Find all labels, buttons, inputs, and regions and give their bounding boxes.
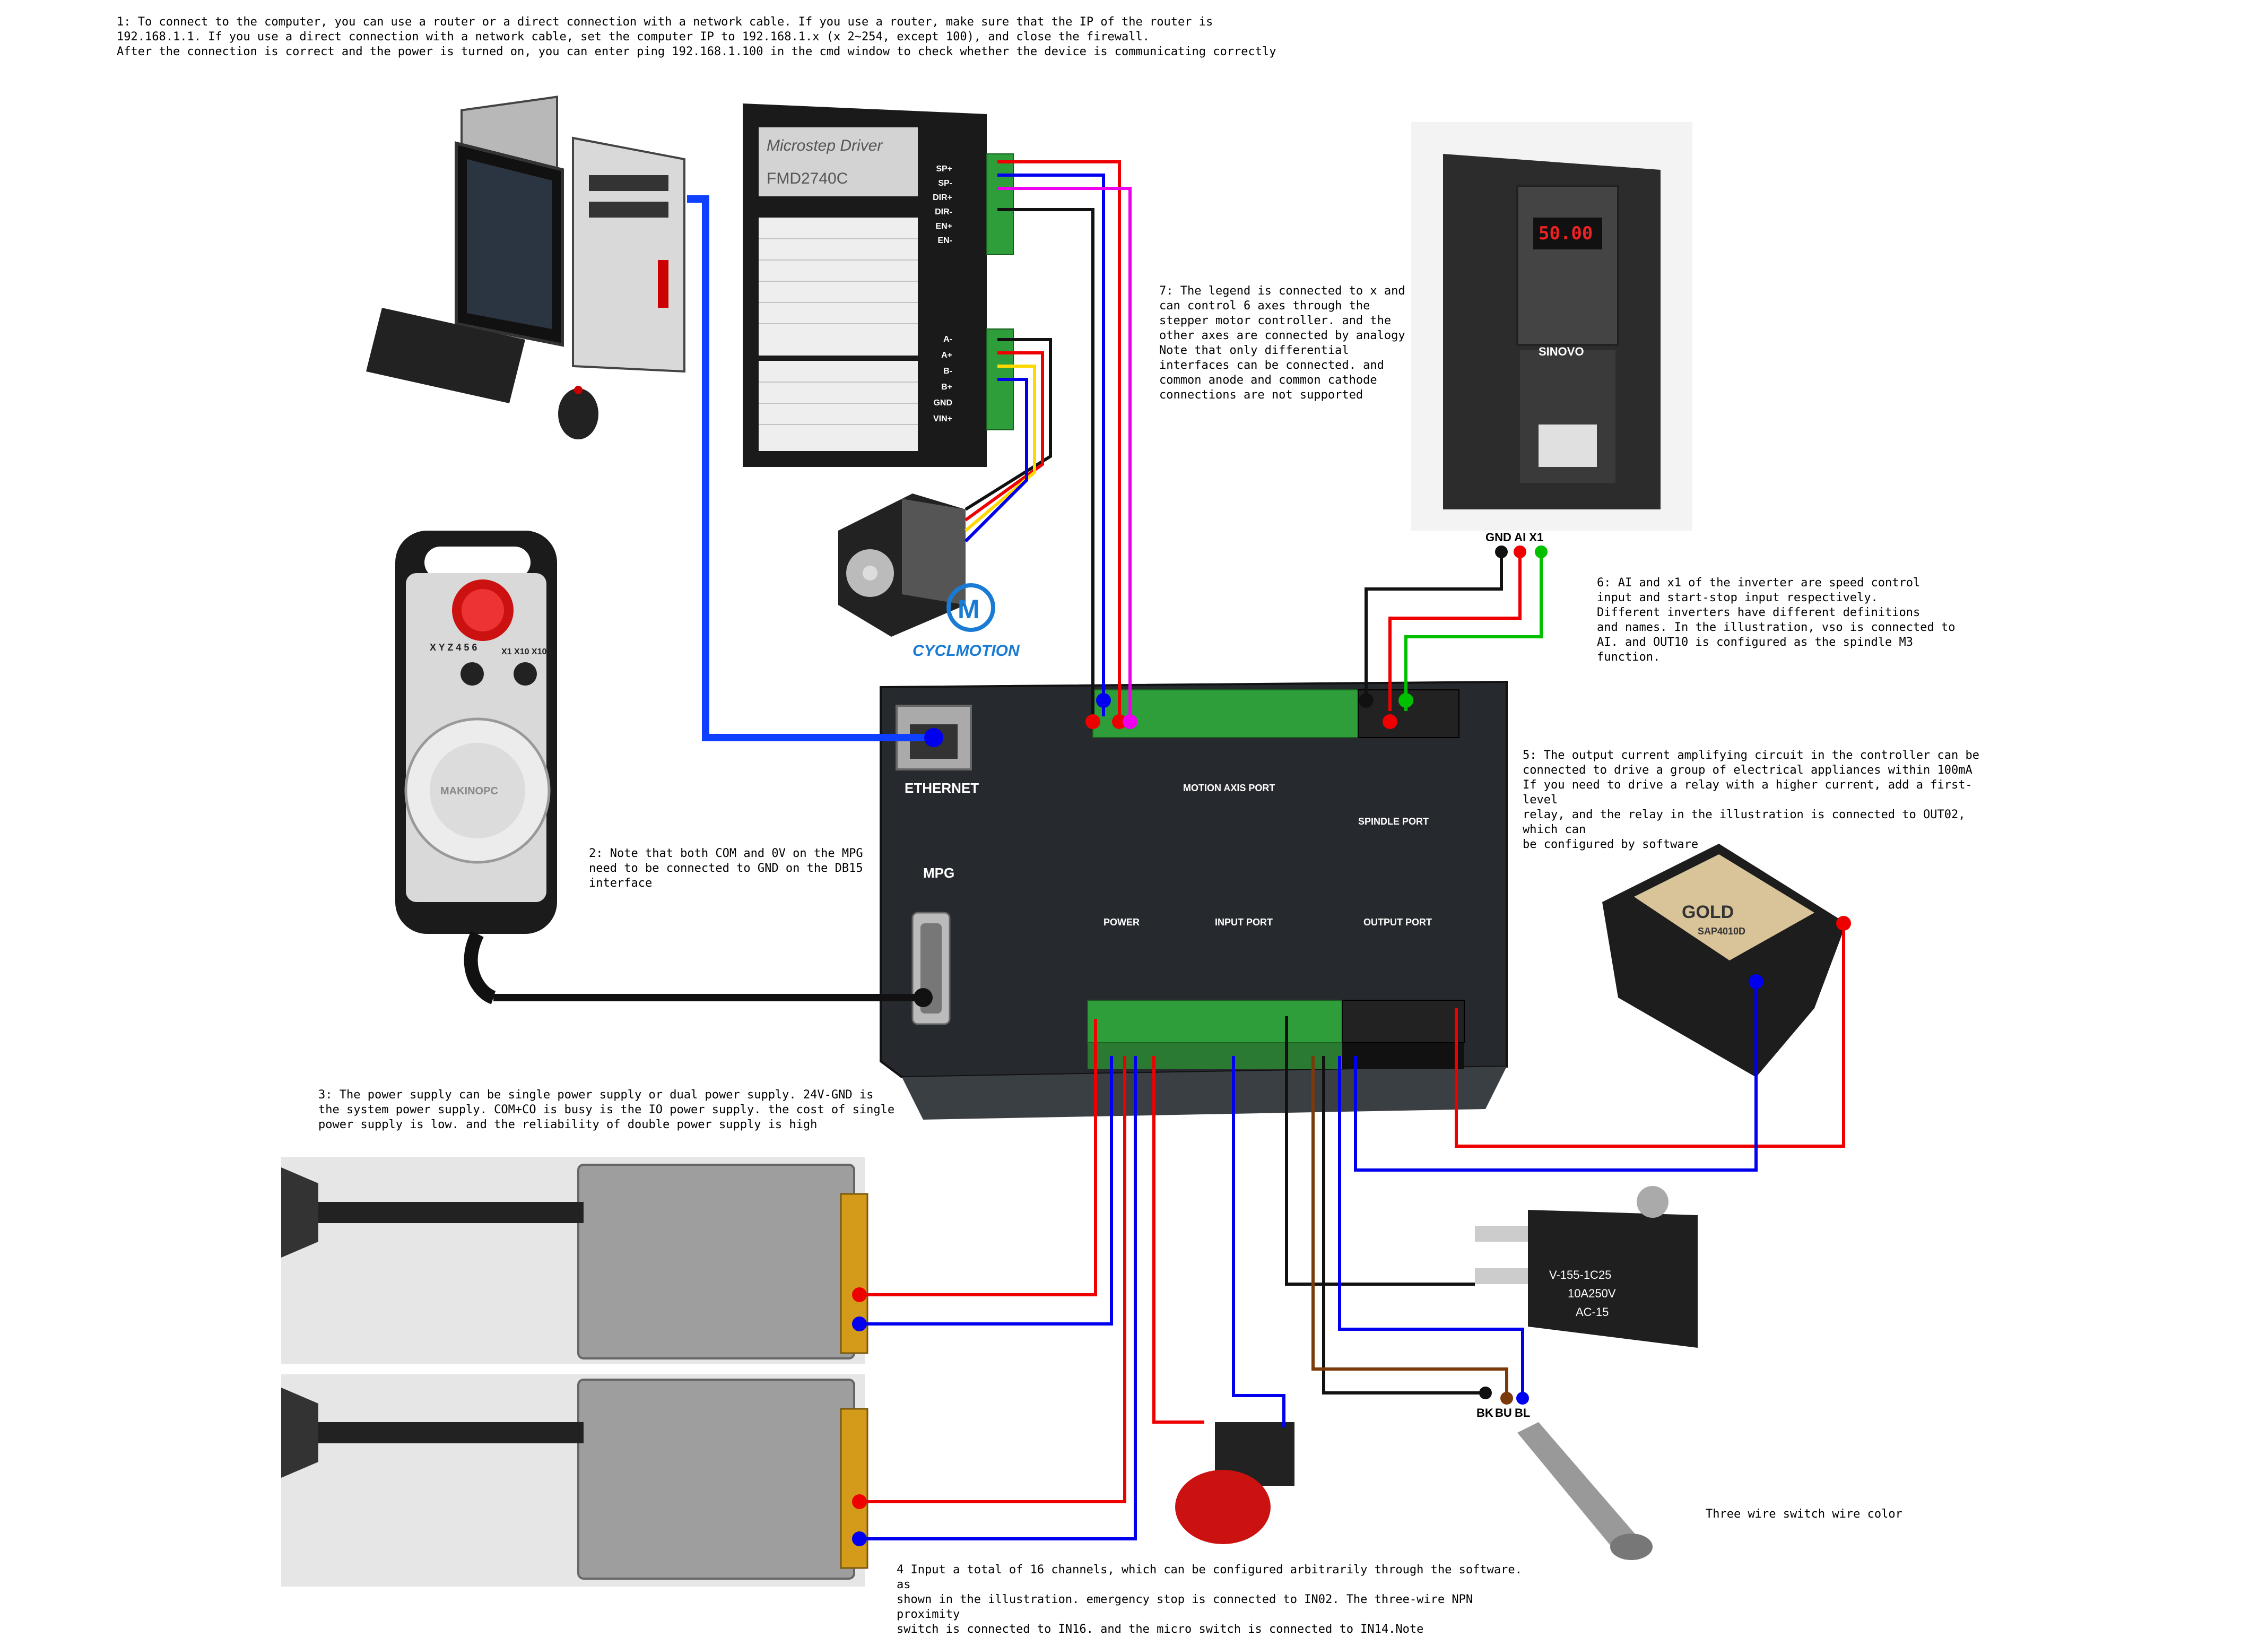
pin-label: DIR- [935, 207, 952, 216]
brand-label: CYCLMOTION [913, 642, 1020, 660]
spindle-port-label: SPINDLE PORT [1358, 816, 1429, 827]
driver-model: FMD2740C [767, 170, 848, 187]
stepper-driver [743, 103, 1014, 467]
relay-brand: GOLD [1682, 902, 1734, 922]
switch-ac: AC-15 [1576, 1305, 1609, 1319]
mpg-pendant [395, 531, 557, 1004]
pin-label: SP+ [936, 164, 952, 174]
svg-text:M: M [958, 594, 980, 624]
driver-pins-bottom: A- A+ B- B+ GND VIN+ [920, 332, 952, 427]
sensor-wire-bl: BL [1515, 1406, 1531, 1419]
three-wire-caption: Three wire switch wire color [1706, 1508, 1902, 1521]
pin-label: VIN+ [933, 414, 952, 423]
proximity-sensor [1517, 1422, 1653, 1560]
computer-image [366, 96, 685, 439]
wiring-diagram: M [281, 96, 1851, 1587]
power-label: POWER [1103, 917, 1140, 928]
relay-model: SAP4010D [1698, 926, 1746, 937]
note-7-axes: 7: The legend is connected to x and can … [1159, 284, 1405, 402]
power-supply-top [281, 1157, 868, 1364]
note-6-inverter: 6: AI and x1 of the inverter are speed c… [1597, 576, 1956, 664]
wire-terminal-dots [852, 545, 1851, 1546]
micro-switch [1475, 1186, 1698, 1348]
switch-rating: 10A250V [1568, 1287, 1616, 1300]
ethernet-label: ETHERNET [905, 780, 979, 796]
note-2-mpg: 2: Note that both COM and 0V on the MPG … [589, 847, 863, 890]
pin-label: EN- [937, 236, 952, 245]
note-3-power: 3: The power supply can be single power … [318, 1088, 895, 1131]
driver-pins-top: SP+ SP- DIR+ DIR- EN+ EN- [920, 162, 952, 248]
motion-port-label: MOTION AXIS PORT [1183, 783, 1275, 793]
inverter-brand: SINOVO [1539, 345, 1584, 358]
pin-label: B+ [941, 383, 952, 392]
controller-box [880, 680, 1508, 1120]
pin-label: A+ [941, 351, 952, 360]
pin-label: EN+ [935, 222, 952, 231]
pin-label: SP- [938, 179, 952, 188]
inverter-image [1411, 122, 1692, 531]
switch-model: V-155-1C25 [1549, 1268, 1612, 1281]
pin-label: GND [933, 399, 952, 408]
pin-label: B- [943, 367, 952, 376]
pin-label: A- [943, 335, 952, 344]
pin-label: DIR+ [933, 193, 952, 202]
input-port-label: INPUT PORT [1215, 917, 1273, 928]
sensor-wire-bk: BK [1476, 1406, 1493, 1419]
solid-state-relay [1602, 844, 1846, 1077]
pendant-brand: MAKINOPC [440, 785, 498, 797]
mpg-label: MPG [923, 865, 955, 881]
output-port-label: OUTPUT PORT [1363, 917, 1432, 928]
note-1-network: 1: To connect to the computer, you can u… [117, 15, 1276, 58]
wires [493, 160, 1845, 1540]
inverter-terminals: GND AI X1 [1485, 531, 1544, 544]
emergency-stop [1175, 1422, 1294, 1544]
driver-title: Microstep Driver [767, 137, 883, 154]
note-5-output: 5: The output current amplifying circuit… [1523, 749, 1979, 851]
sensor-wire-bu: BU [1495, 1406, 1512, 1419]
stepper-motor [838, 493, 966, 637]
power-supply-bottom [281, 1374, 868, 1587]
pendant-steps: X1 X10 X100 [501, 647, 552, 656]
note-4-input: 4 Input a total of 16 channels, which ca… [897, 1563, 1522, 1636]
pendant-axes: X Y Z 4 5 6 [430, 642, 477, 653]
cyclmotion-logo: M [946, 583, 995, 632]
inverter-display: 50.00 [1539, 223, 1593, 244]
